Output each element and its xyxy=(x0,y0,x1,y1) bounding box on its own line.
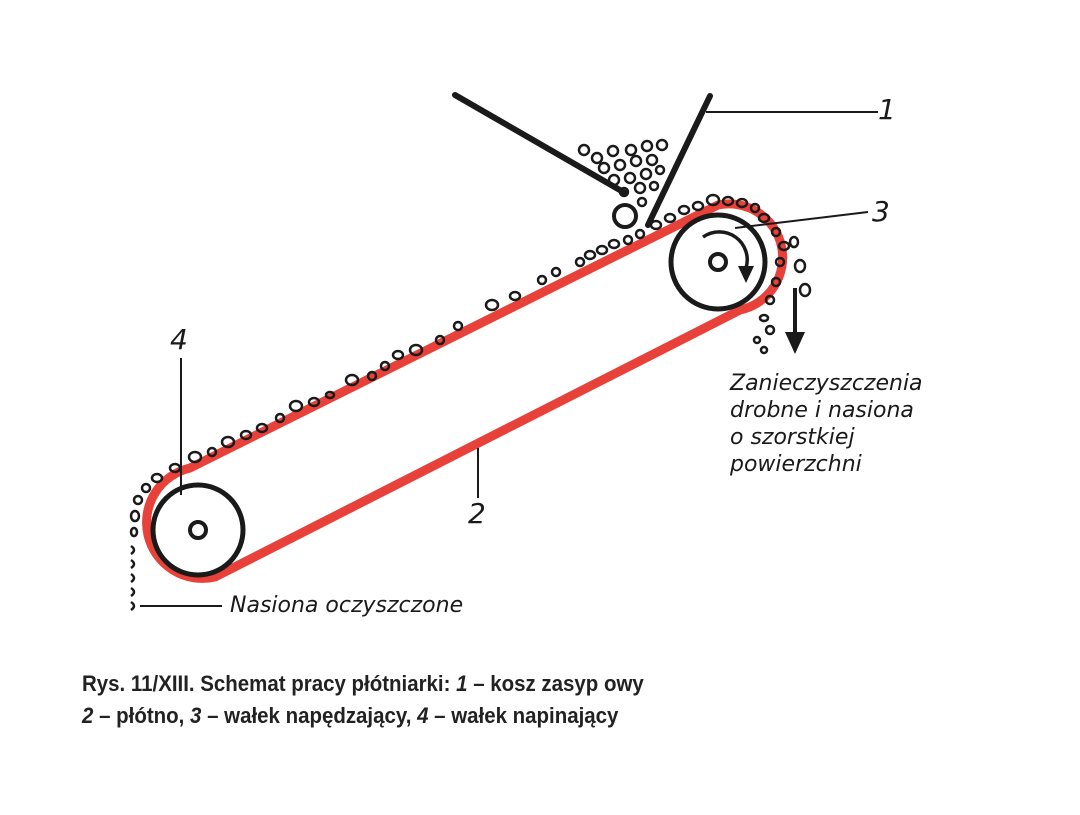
label-1-hopper: 1 xyxy=(878,93,896,126)
hopper xyxy=(452,92,713,229)
caption-num-2: 2 xyxy=(82,703,94,728)
caption-text-4: – wałek napinający xyxy=(428,703,619,728)
caption-num-1: 1 xyxy=(456,671,468,696)
impurities-line-3: o szorstkiej xyxy=(730,425,855,450)
drive-roller xyxy=(668,212,768,312)
falling-impurities xyxy=(752,226,812,355)
caption-num-4: 4 xyxy=(417,703,429,728)
caption-text-3: – wałek napędzający, xyxy=(201,703,418,728)
impurities-line-4: powierzchni xyxy=(730,452,862,477)
rotation-arrow-icon xyxy=(701,230,749,269)
belt xyxy=(142,199,788,583)
down-arrow-icon xyxy=(785,288,805,354)
tension-roller xyxy=(150,482,246,578)
leader-lines xyxy=(140,111,878,607)
label-3-drive-roller: 3 xyxy=(872,195,890,228)
belt-seeds xyxy=(150,193,771,484)
caption-num-3: 3 xyxy=(190,703,202,728)
label-2-belt: 2 xyxy=(468,497,486,530)
caption-text-2: – płótno, xyxy=(93,703,191,728)
caption-text-1: – kosz zasyp owy xyxy=(467,671,644,696)
cleaned-seeds xyxy=(129,482,152,612)
hopper-seeds xyxy=(577,138,669,208)
impurities-note: Zanieczyszczenia drobne i nasiona o szor… xyxy=(730,370,923,478)
label-4-tension-roller: 4 xyxy=(170,323,188,356)
cleaned-seeds-note: Nasiona oczyszczone xyxy=(230,593,464,618)
caption-prefix: Rys. 11/XIII. Schemat pracy płótniarki: xyxy=(82,671,457,696)
impurities-line-1: Zanieczyszczenia xyxy=(730,371,923,396)
figure-caption: Rys. 11/XIII. Schemat pracy płótniarki: … xyxy=(82,668,956,732)
impurities-line-2: drobne i nasiona xyxy=(730,398,914,423)
